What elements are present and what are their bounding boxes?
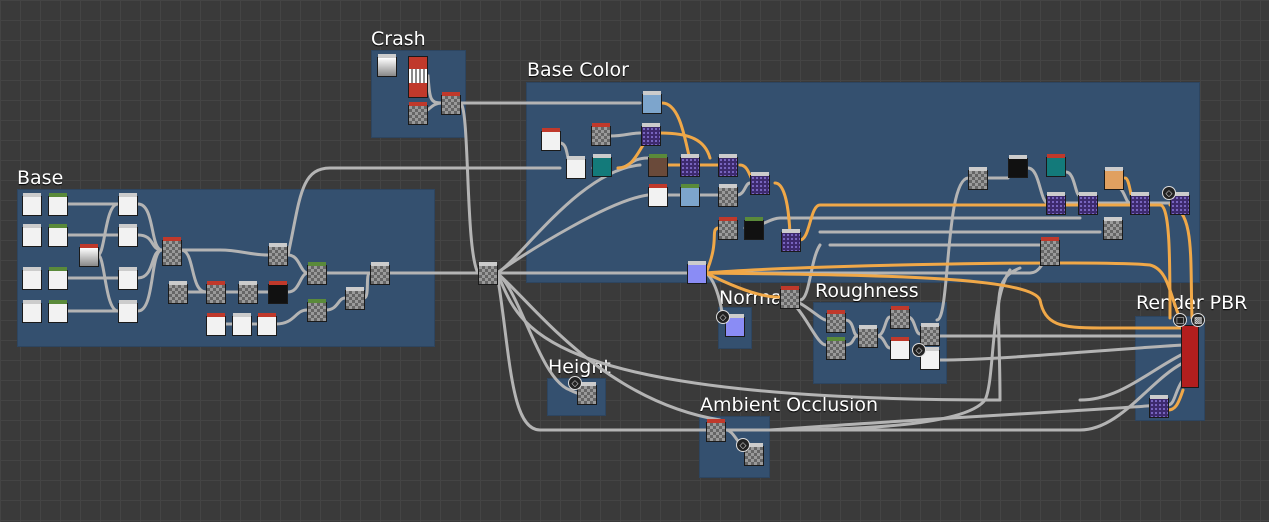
- node-base-shape-1[interactable]: [22, 193, 42, 216]
- node-height-output[interactable]: [577, 382, 597, 405]
- node-rough-blend[interactable]: [858, 325, 878, 348]
- frame-base-color[interactable]: [526, 82, 1200, 283]
- node-crash-multi[interactable]: [408, 56, 428, 98]
- cube-icon: ◇: [912, 343, 926, 357]
- node-rough-levels-1[interactable]: [890, 306, 910, 329]
- wire: [495, 271, 722, 422]
- cube-icon: ◇: [716, 310, 730, 324]
- node-bc-grunge-1[interactable]: [968, 167, 988, 190]
- node-base-dirt[interactable]: [268, 281, 288, 304]
- node-rough-noise-1[interactable]: [826, 310, 846, 333]
- render-icon[interactable]: □: [1173, 313, 1187, 327]
- node-crash-gradient[interactable]: [377, 54, 397, 77]
- node-base-transform-3[interactable]: [118, 267, 138, 290]
- node-base-transform-4[interactable]: [118, 300, 138, 323]
- frame-title-ambient-occlusion[interactable]: Ambient Occlusion: [700, 394, 879, 416]
- node-bc-blend-3[interactable]: [718, 154, 738, 177]
- node-crash-noise[interactable]: [408, 102, 428, 125]
- node-base-shape-3[interactable]: [22, 224, 42, 247]
- node-rough-output-2[interactable]: [920, 347, 940, 370]
- render-settings-icon[interactable]: ▩: [1191, 313, 1205, 327]
- node-ao-output[interactable]: [744, 443, 764, 466]
- node-bc-grunge-3[interactable]: [1103, 217, 1123, 240]
- node-bc-blend-4[interactable]: [750, 172, 770, 195]
- frame-title-height[interactable]: Height: [548, 356, 611, 378]
- node-base-pattern-2[interactable]: [232, 313, 252, 336]
- node-bc-color-2[interactable]: [648, 154, 668, 177]
- node-base-gradient[interactable]: [79, 244, 99, 267]
- node-base-shape-5[interactable]: [22, 267, 42, 290]
- node-bc-color-4[interactable]: [1046, 154, 1066, 177]
- node-base-blend-1[interactable]: [206, 281, 226, 304]
- cube-icon: ◇: [568, 376, 582, 390]
- node-base-shape-8[interactable]: [48, 300, 68, 323]
- frame-title-base-color[interactable]: Base Color: [527, 59, 629, 81]
- node-base-shape-7[interactable]: [22, 300, 42, 323]
- node-bc-blend-2[interactable]: [680, 154, 700, 177]
- node-base-transform-2[interactable]: [118, 224, 138, 247]
- cube-icon: ◇: [736, 438, 750, 452]
- node-bc-mask[interactable]: [1040, 237, 1060, 266]
- node-bc-input-1[interactable]: [642, 91, 662, 114]
- node-bc-blend-5[interactable]: [781, 229, 801, 252]
- node-bc-blend-6[interactable]: [1046, 192, 1066, 215]
- node-normal-input[interactable]: [780, 286, 800, 309]
- node-render-pbr[interactable]: [1181, 325, 1199, 388]
- frame-title-base[interactable]: Base: [17, 167, 64, 189]
- node-bc-levels[interactable]: [718, 184, 738, 207]
- node-bc-dirt-1[interactable]: [718, 217, 738, 240]
- node-hub-dot[interactable]: [478, 262, 498, 285]
- node-base-noise[interactable]: [168, 281, 188, 304]
- frame-title-render-pbr[interactable]: Render PBR: [1136, 292, 1248, 314]
- node-base-blend-2[interactable]: [268, 243, 288, 266]
- cube-icon: ◇: [1162, 186, 1176, 200]
- node-bc-normal-input[interactable]: [687, 261, 707, 284]
- node-base-tile-generator[interactable]: [162, 237, 182, 266]
- frame-title-normal[interactable]: Normal: [719, 288, 779, 308]
- node-bc-output[interactable]: [1170, 192, 1190, 215]
- node-bc-blend-1[interactable]: [641, 123, 661, 146]
- node-base-shape-4[interactable]: [48, 224, 68, 247]
- node-bc-color-3[interactable]: [680, 184, 700, 207]
- node-ao-input[interactable]: [706, 419, 726, 442]
- node-bc-dirt-2[interactable]: [744, 217, 764, 240]
- node-rough-noise-2[interactable]: [826, 337, 846, 360]
- node-base-pattern-3[interactable]: [257, 313, 277, 336]
- node-bc-color-5[interactable]: [1104, 167, 1124, 190]
- node-base-blur[interactable]: [238, 281, 258, 304]
- node-base-transform-1[interactable]: [118, 193, 138, 216]
- node-base-shape-6[interactable]: [48, 267, 68, 290]
- node-base-levels[interactable]: [345, 287, 365, 310]
- node-base-blend-4[interactable]: [307, 299, 327, 322]
- frame-title-crash[interactable]: Crash: [371, 28, 426, 50]
- node-bc-pattern-3[interactable]: [566, 156, 586, 179]
- node-base-blend-3[interactable]: [307, 262, 327, 285]
- wire: [996, 266, 1022, 402]
- node-bc-blend-8[interactable]: [1130, 192, 1150, 215]
- node-bc-pattern-1[interactable]: [541, 128, 561, 151]
- node-bc-color-1[interactable]: [592, 154, 612, 177]
- node-bc-blend-7[interactable]: [1078, 192, 1098, 215]
- node-rough-output-1[interactable]: [920, 323, 940, 346]
- frame-title-roughness[interactable]: Roughness: [815, 280, 919, 302]
- node-base-pattern-1[interactable]: [206, 313, 226, 336]
- node-bc-pattern-2[interactable]: [591, 123, 611, 146]
- node-rough-levels-2[interactable]: [890, 337, 910, 360]
- node-bc-grunge-2[interactable]: [1008, 155, 1028, 178]
- node-crash-blend[interactable]: [441, 92, 461, 115]
- node-normal-output[interactable]: [725, 314, 745, 337]
- node-bc-pattern-4[interactable]: [648, 184, 668, 207]
- node-base-shape-2[interactable]: [48, 193, 68, 216]
- node-render-bg[interactable]: [1149, 395, 1169, 418]
- node-base-output[interactable]: [370, 262, 390, 285]
